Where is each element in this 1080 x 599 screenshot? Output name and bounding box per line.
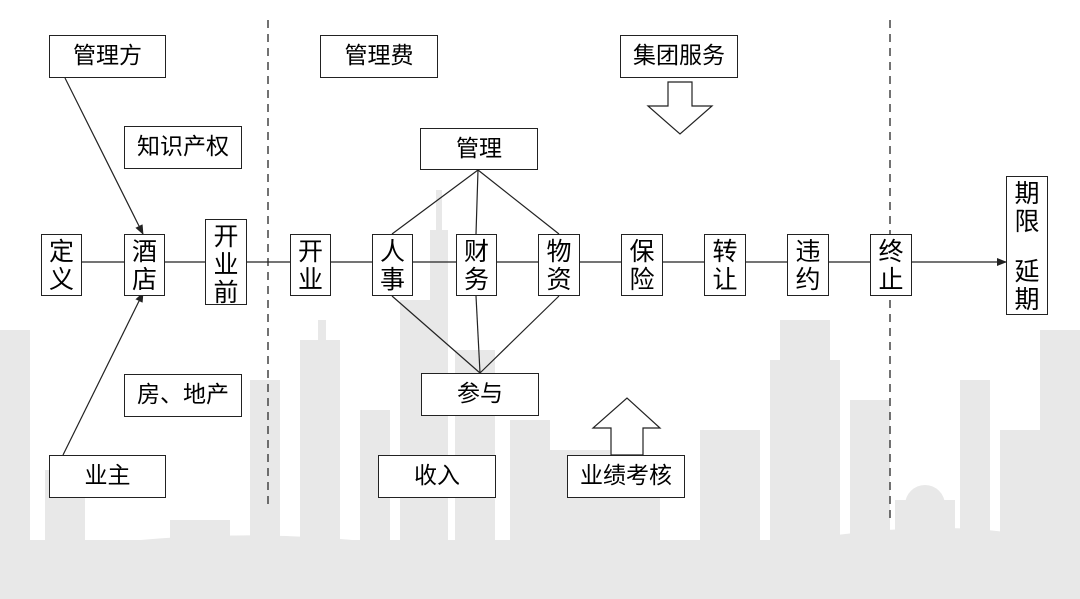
flow-char: 让 (712, 265, 738, 294)
flow-personnel-box: 人 事 (372, 234, 413, 296)
arrow-management-to-hotel (64, 77, 144, 235)
real-estate-box: 房、地产 (124, 374, 242, 417)
flow-char: 期 (1014, 179, 1040, 208)
flow-char: 约 (795, 265, 821, 294)
flow-char: 转 (712, 237, 738, 266)
participation-links (391, 295, 560, 374)
intellectual-property-box: 知识产权 (124, 126, 242, 169)
owner-box: 业主 (49, 455, 166, 498)
flow-char: 业 (213, 250, 239, 279)
flow-char (1007, 236, 1047, 258)
flow-char: 义 (48, 265, 74, 294)
management-links (391, 169, 560, 235)
flow-termination-box: 终 止 (870, 234, 912, 296)
flow-char: 限 (1014, 207, 1040, 236)
flow-char: 延 (1014, 257, 1040, 286)
arrow-owner-to-hotel (62, 292, 144, 456)
flow-materials-box: 物 资 (538, 234, 580, 296)
flow-char: 险 (629, 265, 655, 294)
flow-char: 事 (379, 265, 405, 294)
flow-insurance-box: 保 险 (621, 234, 663, 296)
flow-char: 财 (463, 237, 489, 266)
group-services-box: 集团服务 (620, 35, 738, 78)
flow-char: 人 (379, 237, 405, 266)
management-fee-box: 管理费 (320, 35, 438, 78)
flow-breach-box: 违 约 (787, 234, 829, 296)
flow-transfer-box: 转 让 (704, 234, 746, 296)
flow-char: 物 (546, 237, 572, 266)
flow-char: 酒 (131, 237, 157, 266)
flow-char: 违 (795, 237, 821, 266)
flow-opening-box: 开 业 (290, 234, 331, 296)
flow-hotel-box: 酒 店 (124, 234, 165, 296)
management-party-box: 管理方 (49, 35, 166, 78)
flow-char: 业 (297, 265, 323, 294)
skyline-watermark (0, 190, 1080, 599)
management-box: 管理 (420, 128, 538, 170)
performance-review-up-arrow (591, 397, 662, 456)
flow-char: 期 (1014, 285, 1040, 314)
flow-char: 开 (297, 237, 323, 266)
income-box: 收入 (378, 455, 496, 498)
flow-term-extension-box: 期 限 延 期 (1006, 176, 1048, 315)
flow-char: 保 (629, 237, 655, 266)
flow-char: 资 (546, 265, 572, 294)
flow-char: 务 (463, 265, 489, 294)
performance-review-box: 业绩考核 (567, 455, 685, 498)
flow-char: 开 (213, 222, 239, 251)
flow-char: 定 (48, 237, 74, 266)
flow-char: 止 (878, 265, 904, 294)
flow-char: 终 (878, 237, 904, 266)
group-services-down-arrow (646, 81, 714, 135)
flow-char: 店 (131, 265, 157, 294)
flow-pre-opening-box: 开 业 前 (205, 219, 247, 307)
flow-char: 前 (213, 278, 239, 307)
flow-definition-box: 定 义 (41, 234, 82, 296)
flow-finance-box: 财 务 (456, 234, 497, 296)
participation-box: 参与 (421, 373, 539, 416)
